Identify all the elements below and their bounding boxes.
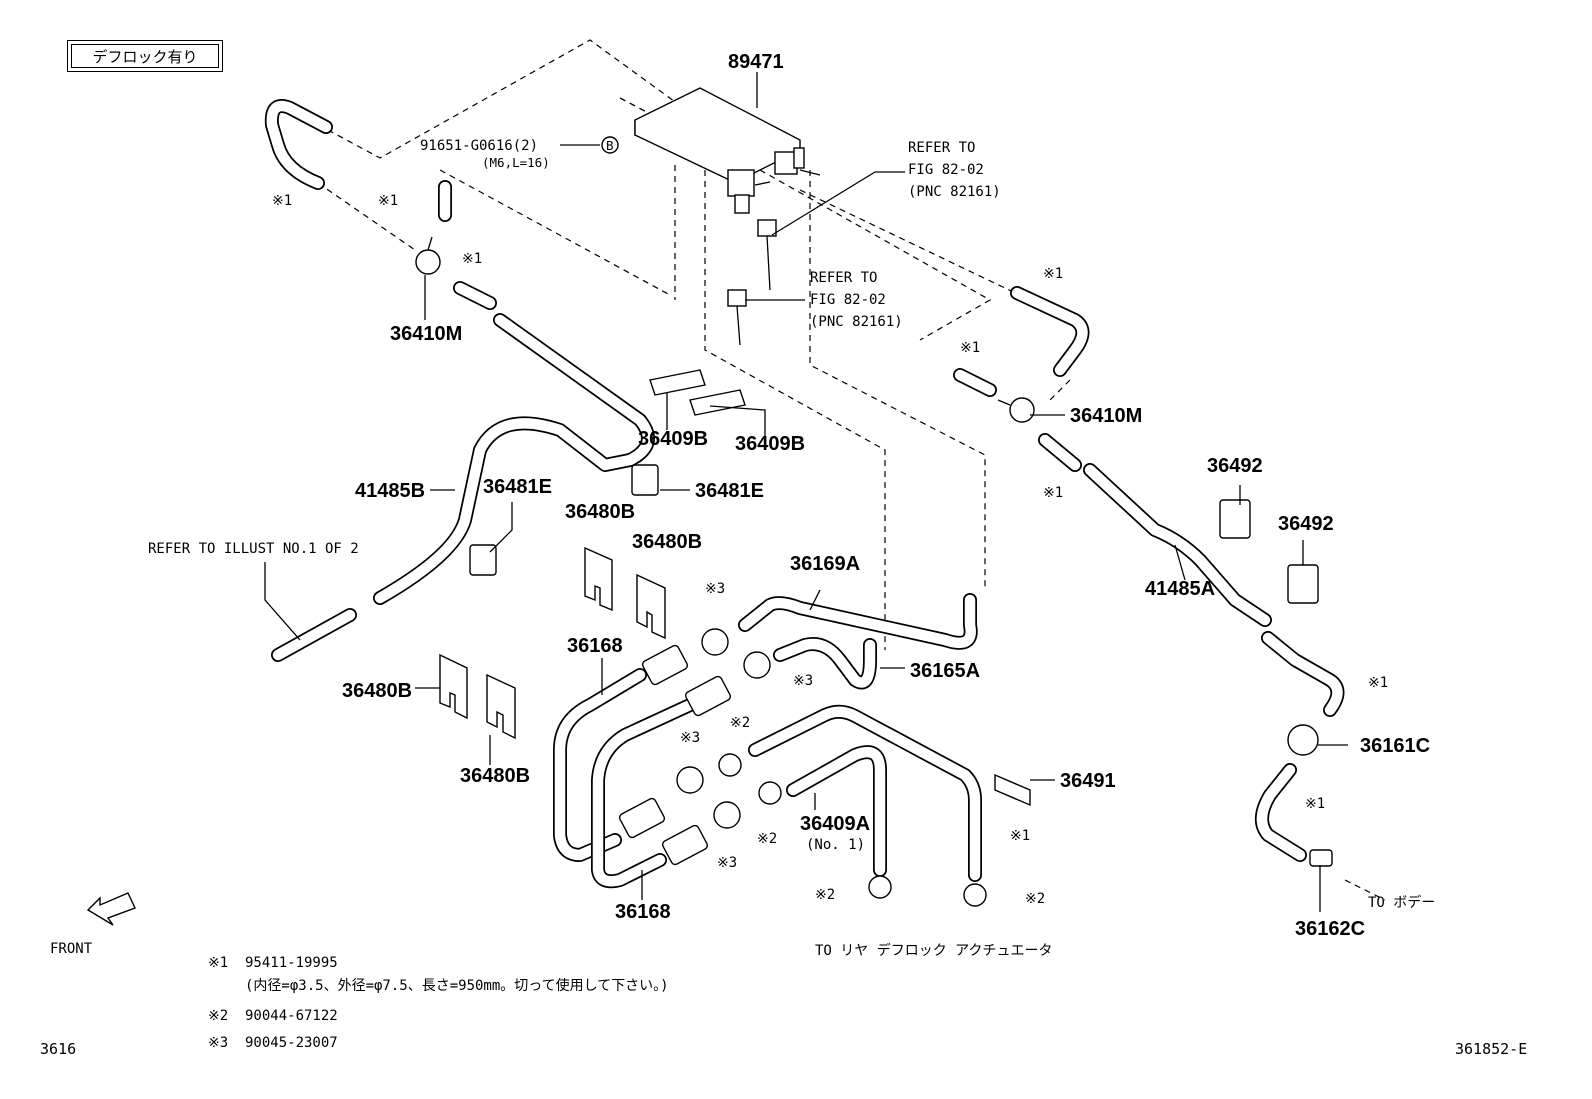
label-36492-b: 36492: [1278, 513, 1334, 535]
label-41485A: 41485A: [1145, 578, 1215, 600]
label-36481E-b: 36481E: [695, 480, 764, 502]
label-ref1-c: (PNC 82161): [908, 184, 1001, 200]
mark-1: ※1: [1368, 675, 1388, 691]
label-36409B-b: 36409B: [735, 433, 805, 455]
label-36409A: 36409A: [800, 813, 870, 835]
mark-1: ※1: [960, 340, 980, 356]
label-ref1-b: FIG 82-02: [908, 162, 984, 178]
mark-3: ※3: [717, 855, 737, 871]
figure-code: 3616: [40, 1040, 77, 1058]
label-ref2-b: FIG 82-02: [810, 292, 886, 308]
label-36161C: 36161C: [1360, 735, 1430, 757]
label-91651: 91651-G0616(2): [420, 138, 538, 154]
components: [86, 87, 1333, 926]
label-36480B-c: 36480B: [342, 680, 412, 702]
legend: ※1 95411-19995 (内径=φ3.5、外径=φ7.5、長さ=950mm…: [208, 955, 669, 1051]
label-91651-sub: (M6,L=16): [482, 155, 550, 170]
illustration-id: 361852-E: [1455, 1040, 1528, 1058]
label-to-rear: TO リヤ デフロック アクチュエータ: [815, 942, 1052, 959]
label-36491: 36491: [1060, 770, 1116, 792]
legend-part-3: 90045-23007: [245, 1035, 338, 1051]
label-ref1-a: REFER TO: [908, 140, 975, 156]
label-36410M-right: 36410M: [1070, 405, 1142, 427]
reference-marks: ※1 ※1 ※1 ※1 ※1 ※1 ※1 ※1 ※1 ※3 ※3 ※3 ※3 ※…: [272, 193, 1388, 907]
label-36492-a: 36492: [1207, 455, 1263, 477]
label-36480B-b: 36480B: [632, 531, 702, 553]
deflock-badge: デフロック有り: [67, 40, 223, 72]
label-36165A: 36165A: [910, 660, 980, 682]
mark-1: ※1: [272, 193, 292, 209]
mark-1: ※1: [378, 193, 398, 209]
label-to-body: TO ボデー: [1368, 894, 1435, 911]
mark-3: ※3: [680, 730, 700, 746]
mark-3: ※3: [705, 581, 725, 597]
dashed-guides: [317, 39, 1386, 901]
mark-1: ※1: [1010, 828, 1030, 844]
label-36169A: 36169A: [790, 553, 860, 575]
label-36480B-d: 36480B: [460, 765, 530, 787]
label-ref-b: B: [606, 138, 614, 153]
legend-part-2: 90044-67122: [245, 1008, 338, 1024]
label-36409B-a: 36409B: [638, 428, 708, 450]
mark-1: ※1: [462, 251, 482, 267]
mark-1: ※1: [1043, 266, 1063, 282]
mark-2: ※2: [757, 831, 777, 847]
label-36168-b: 36168: [615, 901, 671, 923]
label-ref2-c: (PNC 82161): [810, 314, 903, 330]
label-36162C: 36162C: [1295, 918, 1365, 940]
mark-2: ※2: [815, 887, 835, 903]
mark-2: ※2: [730, 715, 750, 731]
legend-mark-1: ※1: [208, 955, 228, 971]
mark-3: ※3: [793, 673, 813, 689]
label-front: FRONT: [50, 941, 93, 957]
label-36409A-sub: (No. 1): [806, 837, 865, 853]
leader-lines: [264, 72, 1348, 912]
part-labels: 89471 91651-G0616(2) (M6,L=16) B REFER T…: [50, 51, 1435, 959]
mark-1: ※1: [1043, 485, 1063, 501]
label-36168-a: 36168: [567, 635, 623, 657]
mark-2: ※2: [1025, 891, 1045, 907]
label-89471: 89471: [728, 51, 784, 73]
hoses: [264, 99, 1345, 889]
mark-1: ※1: [1305, 796, 1325, 812]
deflock-badge-label: デフロック有り: [71, 44, 219, 68]
legend-mark-2: ※2: [208, 1008, 228, 1024]
label-ref2-a: REFER TO: [810, 270, 877, 286]
label-41485B: 41485B: [355, 480, 425, 502]
label-36481E-a: 36481E: [483, 476, 552, 498]
label-36480B-a: 36480B: [565, 501, 635, 523]
label-36410M-left: 36410M: [390, 323, 462, 345]
legend-part-1: 95411-19995: [245, 955, 338, 971]
legend-mark-3: ※3: [208, 1035, 228, 1051]
label-refer-illust: REFER TO ILLUST NO.1 OF 2: [148, 541, 359, 557]
legend-note-1: (内径=φ3.5、外径=φ7.5、長さ=950mm。切って使用して下さい。): [245, 977, 669, 994]
